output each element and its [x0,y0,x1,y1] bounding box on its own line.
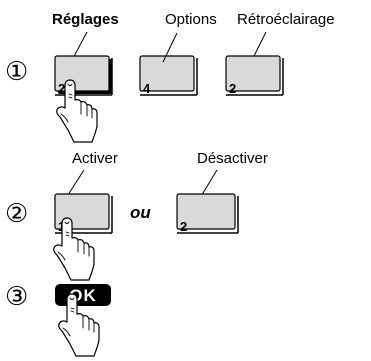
leader-desactiver [199,169,218,199]
key-retroeclairage-number: 2 [229,81,236,96]
key-reglages[interactable]: 2 [54,55,113,96]
key-retroeclairage[interactable]: 2 [225,55,284,96]
step-2-marker: ② [5,199,28,229]
ok-button[interactable]: OK [55,284,111,306]
or-text: ou [130,203,151,222]
label-reglages: Réglages [52,11,119,28]
label-desactiver: Désactiver [197,150,268,167]
key-desactiver[interactable]: 2 [176,193,239,234]
label-activer: Activer [72,150,118,167]
label-retroeclairage: Rétroéclairage [237,11,335,28]
step-3-marker: ③ [5,282,28,312]
step-1-marker: ① [5,57,28,87]
key-options-number: 4 [143,81,151,96]
label-options: Options [165,11,217,28]
key-reglages-number: 2 [58,81,65,96]
key-options[interactable]: 4 [139,32,198,96]
leader-activer [65,169,85,199]
key-desactiver-number: 2 [180,219,187,234]
